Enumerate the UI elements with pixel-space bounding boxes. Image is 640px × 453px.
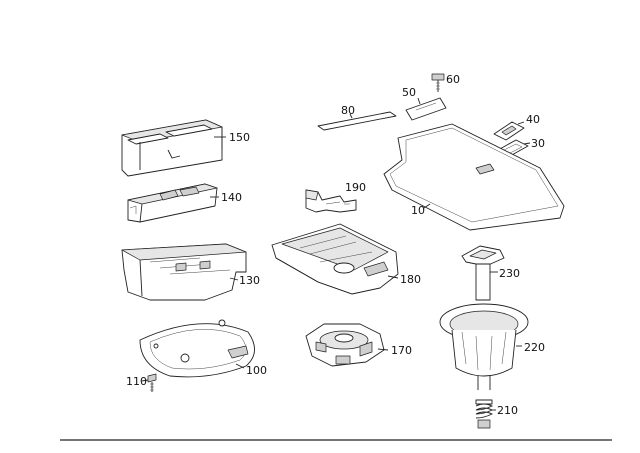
label-130: 130 [239,274,260,287]
leader-30 [523,142,531,145]
label-150: 150 [229,131,250,144]
part-130-housing [121,243,247,301]
part-190-bracket [305,189,357,213]
part-100-base-plate [139,319,255,378]
label-40: 40 [526,113,540,126]
label-190: 190 [345,181,366,194]
leader-100 [235,363,245,369]
leader-80 [349,113,353,119]
part-180-storage-tray [271,223,399,295]
part-50-clip-plate [405,97,447,121]
label-30: 30 [531,137,545,150]
part-230-centre-pin [461,245,505,301]
part-80-strip [317,111,397,131]
leader-10 [423,203,431,209]
label-220: 220 [524,341,545,354]
leader-180 [387,275,399,279]
part-210-spring [475,399,494,429]
part-10-floor-cover [383,123,565,231]
leader-130 [229,277,239,281]
label-100: 100 [246,364,267,377]
label-170: 170 [391,344,412,357]
leader-110 [141,379,149,382]
part-220-wheel-well [439,303,529,390]
part-110-screw [147,373,157,392]
leader-40 [517,121,525,125]
part-40-latch [493,121,525,141]
label-140: 140 [221,191,242,204]
label-60: 60 [446,73,460,86]
label-230: 230 [499,267,520,280]
part-150-upper-insert [121,119,223,177]
label-80: 80 [341,104,355,117]
part-140-tool-tray [127,183,218,223]
label-50: 50 [402,86,416,99]
label-110: 110 [126,375,147,388]
leader-170 [377,348,389,351]
part-60-bolt [431,73,445,92]
part-170-star-nut [305,323,385,367]
label-210: 210 [497,404,518,417]
leader-50 [417,97,421,105]
label-180: 180 [400,273,421,286]
label-10: 10 [411,204,425,217]
